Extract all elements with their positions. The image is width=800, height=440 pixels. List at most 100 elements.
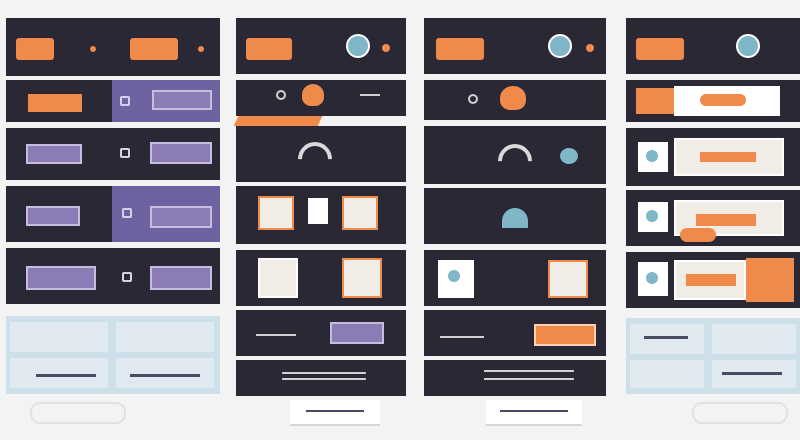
column-1-row-4[interactable] bbox=[6, 248, 220, 304]
column-1-lower-panel bbox=[6, 316, 220, 394]
drop-icon bbox=[302, 84, 324, 106]
column-2-row-1[interactable] bbox=[236, 80, 406, 116]
column-4-lower-panel bbox=[626, 318, 800, 394]
toggle-icon[interactable] bbox=[736, 34, 760, 58]
chair-icon bbox=[548, 260, 588, 298]
row-field[interactable] bbox=[152, 90, 212, 110]
dots-label bbox=[256, 334, 296, 336]
dot-icon bbox=[646, 272, 658, 284]
row-field[interactable] bbox=[150, 206, 212, 228]
text-line bbox=[282, 372, 366, 374]
text-line bbox=[484, 378, 574, 380]
column-4-row-3[interactable] bbox=[626, 190, 800, 246]
dot-icon bbox=[198, 46, 204, 52]
column-3-stand bbox=[486, 400, 582, 424]
dot-icon bbox=[448, 270, 460, 282]
column-2-row-2[interactable] bbox=[236, 126, 406, 184]
text-line bbox=[130, 374, 200, 377]
column-4-row-4[interactable] bbox=[626, 252, 800, 308]
column-1-row-2[interactable] bbox=[6, 128, 220, 180]
sub-panel bbox=[630, 324, 704, 354]
text-line bbox=[282, 378, 366, 380]
column-1-row-1[interactable] bbox=[6, 80, 220, 122]
stand bbox=[692, 402, 788, 424]
toggle-icon[interactable] bbox=[548, 34, 572, 58]
sub-panel bbox=[630, 360, 704, 388]
dot-icon bbox=[646, 210, 658, 222]
sub-panel bbox=[116, 358, 214, 388]
column-2-top-panel bbox=[236, 18, 406, 74]
sub-panel bbox=[10, 358, 108, 388]
text-line bbox=[306, 410, 364, 412]
row-button[interactable] bbox=[534, 324, 596, 346]
toggle-icon[interactable] bbox=[346, 34, 370, 58]
drop-icon bbox=[700, 94, 746, 106]
row-button[interactable] bbox=[680, 228, 716, 242]
row-field[interactable] bbox=[674, 86, 780, 116]
row-button[interactable] bbox=[746, 258, 794, 302]
column-2-row-5[interactable] bbox=[236, 310, 406, 356]
sub-panel bbox=[116, 322, 214, 352]
column-2-row-4[interactable] bbox=[236, 250, 406, 306]
text-line bbox=[722, 372, 782, 375]
text-line bbox=[36, 374, 96, 377]
signal-icon bbox=[290, 134, 340, 184]
column-3-row-2[interactable] bbox=[424, 126, 606, 186]
column-3-row-1[interactable] bbox=[424, 80, 606, 120]
row-field[interactable] bbox=[26, 206, 80, 226]
column-2-footer bbox=[236, 360, 406, 396]
column-4-row-2[interactable] bbox=[626, 128, 800, 186]
folder-icon bbox=[636, 38, 684, 60]
column-3-row-3[interactable] bbox=[424, 188, 606, 244]
column-2-stand bbox=[290, 400, 380, 424]
folder-icon bbox=[436, 38, 484, 60]
panel-icon bbox=[638, 142, 668, 172]
folder-icon bbox=[130, 38, 178, 60]
panel-icon bbox=[638, 202, 668, 232]
toggle-icon[interactable] bbox=[120, 96, 130, 106]
signal-icon bbox=[490, 136, 540, 186]
row-field[interactable] bbox=[150, 266, 212, 290]
sub-panel bbox=[712, 324, 796, 354]
drop-icon bbox=[700, 152, 756, 162]
row-button[interactable] bbox=[636, 88, 676, 114]
signal-icon bbox=[468, 94, 478, 104]
text-line bbox=[644, 336, 688, 339]
chair-icon bbox=[342, 196, 378, 230]
signal-icon bbox=[502, 208, 528, 228]
dots-label bbox=[360, 94, 380, 100]
text-line bbox=[484, 370, 574, 372]
column-4-row-1[interactable] bbox=[626, 80, 800, 122]
drop-icon bbox=[686, 274, 736, 286]
row-field[interactable] bbox=[150, 142, 212, 164]
column-2-row-3[interactable] bbox=[236, 186, 406, 244]
dot-icon bbox=[382, 44, 390, 52]
column-3-row-4[interactable] bbox=[424, 250, 606, 306]
row-field[interactable] bbox=[26, 144, 82, 164]
column-1-row-3[interactable] bbox=[6, 186, 220, 242]
toggle-icon[interactable] bbox=[120, 148, 130, 158]
column-1-top-panel bbox=[6, 18, 220, 76]
row-field[interactable] bbox=[330, 322, 384, 344]
stand bbox=[30, 402, 126, 424]
toggle-icon[interactable] bbox=[122, 272, 132, 282]
drop-icon bbox=[560, 148, 578, 164]
folder-icon bbox=[16, 38, 54, 60]
panel-icon bbox=[438, 260, 474, 298]
row-field[interactable] bbox=[674, 260, 746, 300]
chair-icon bbox=[258, 258, 298, 298]
column-3-top-panel bbox=[424, 18, 606, 74]
row-button[interactable] bbox=[28, 94, 82, 112]
dot-icon bbox=[90, 46, 96, 52]
row-field[interactable] bbox=[26, 266, 96, 290]
column-3-row-5[interactable] bbox=[424, 310, 606, 356]
panel-icon bbox=[308, 198, 328, 224]
signal-icon bbox=[276, 90, 286, 100]
dot-icon bbox=[586, 44, 594, 52]
dot-icon bbox=[646, 150, 658, 162]
chair-icon bbox=[342, 258, 382, 298]
row-field[interactable] bbox=[674, 138, 784, 176]
column-2-ribbon bbox=[233, 116, 323, 126]
toggle-icon[interactable] bbox=[122, 208, 132, 218]
panel-icon bbox=[638, 262, 668, 296]
